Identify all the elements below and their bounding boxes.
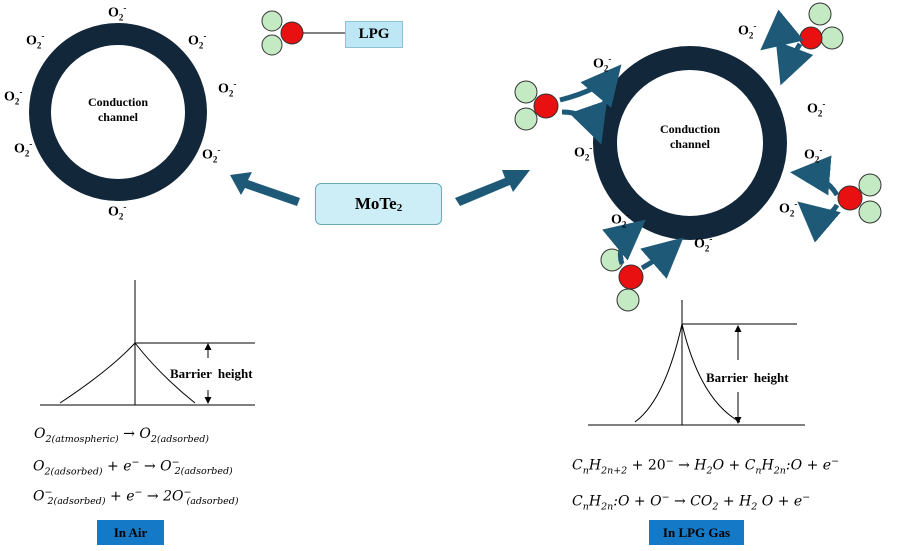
equation-lpg-2: CnH2n:O + O− → CO2 + H2 O + e− <box>572 492 811 513</box>
in-lpg-gas-label: In LPG Gas <box>649 520 744 545</box>
equation-air-2: O2(adsorbed) + e− → O−2(adsorbed) <box>33 457 233 478</box>
oxygen-ion-label: O2- <box>26 31 45 51</box>
lpg-molecule-top-right <box>799 2 844 50</box>
in-air-label: In Air <box>97 520 164 545</box>
lpg-molecule-left <box>514 80 559 131</box>
oxygen-ion-label: O2- <box>108 3 127 23</box>
equation-air-3: O−2(adsorbed) + e− → 2O−(adsorbed) <box>33 487 239 508</box>
oxygen-ion-label: O2- <box>807 99 826 119</box>
right-ring-label: Conduction channel <box>659 122 721 151</box>
lpg-label-box: LPG <box>345 21 403 48</box>
oxygen-ion-label: O2- <box>804 145 823 165</box>
left-conduction-ring <box>29 23 207 201</box>
oxygen-ion-label: O2- <box>574 143 593 163</box>
oxygen-ion-label: O2- <box>188 31 207 51</box>
barrier-height-label-lpg: Barrier height <box>706 370 789 385</box>
lpg-molecule-legend <box>261 10 345 56</box>
right-block-arrow <box>455 170 530 206</box>
oxygen-ion-label: O2- <box>14 139 33 159</box>
oxygen-ion-label: O2- <box>779 199 798 219</box>
equation-air-1: O2(atmospheric) → O2(adsorbed) <box>34 426 209 445</box>
band-diagram-lpg <box>588 300 805 426</box>
oxygen-ion-label: O2- <box>694 234 713 254</box>
oxygen-ion-label: O2- <box>4 87 23 107</box>
left-ring-label: Conduction channel <box>87 95 149 124</box>
oxygen-ion-label: O2- <box>218 79 237 99</box>
barrier-height-label-air: Barrier height <box>170 366 253 381</box>
lpg-molecule-right <box>837 173 882 224</box>
reaction-arrows <box>559 9 841 279</box>
oxygen-ion-label: O2- <box>202 145 221 165</box>
oxygen-ion-label: O2- <box>738 21 757 41</box>
band-diagram-air <box>40 280 255 406</box>
oxygen-ion-label: O2- <box>611 210 630 230</box>
left-block-arrow <box>230 172 300 206</box>
oxygen-ion-label: O2- <box>108 202 127 222</box>
equation-lpg-1: CnH2n+2 + 20− → H2O + CnH2n:O + e− <box>572 456 840 477</box>
oxygen-ion-label: O2- <box>593 54 612 74</box>
